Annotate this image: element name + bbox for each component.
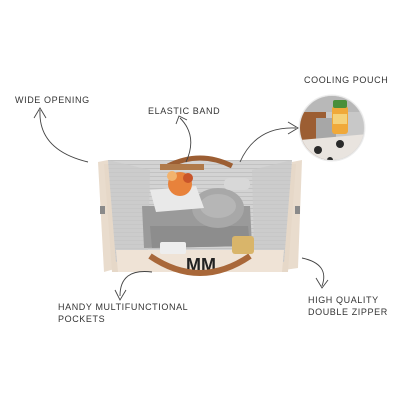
callout-arrows bbox=[33, 107, 329, 301]
callout-handy-pockets-line2: POCKETS bbox=[58, 314, 106, 324]
callout-double-zipper-line2: DOUBLE ZIPPER bbox=[308, 307, 388, 317]
callout-double-zipper-line1: HIGH QUALITY bbox=[308, 295, 379, 305]
bag-contents bbox=[142, 164, 254, 254]
cooling-pouch-detail bbox=[298, 94, 366, 162]
curved-arrow-icon bbox=[33, 107, 89, 163]
curved-arrow-icon bbox=[175, 115, 192, 163]
callout-handy-pockets: HANDY MULTIFUNCTIONAL POCKETS bbox=[58, 301, 198, 325]
callout-cooling-pouch: COOLING POUCH bbox=[304, 75, 389, 85]
callout-elastic-band: ELASTIC BAND bbox=[148, 106, 221, 116]
callout-wide-opening: WIDE OPENING bbox=[15, 95, 90, 105]
callout-double-zipper: HIGH QUALITY DOUBLE ZIPPER bbox=[308, 294, 398, 318]
curved-arrow-icon bbox=[239, 121, 299, 163]
curved-arrow-icon bbox=[114, 271, 153, 301]
callout-handy-pockets-line1: HANDY MULTIFUNCTIONAL bbox=[58, 302, 189, 312]
curved-arrow-icon bbox=[301, 257, 329, 289]
